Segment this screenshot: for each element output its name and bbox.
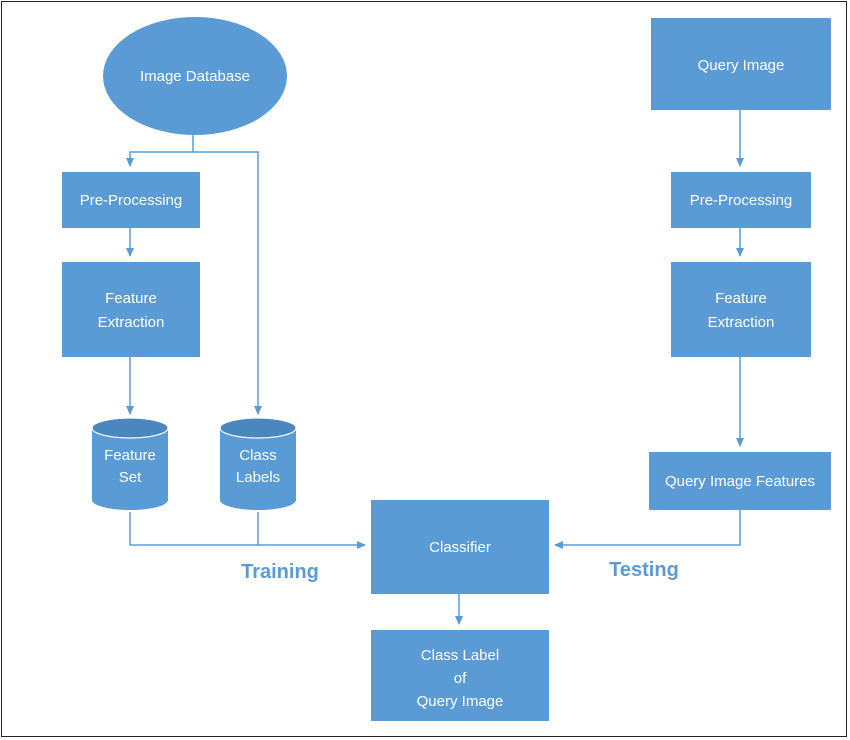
image-database-node: Image Database [103,17,287,135]
train-feature-extraction-line-1: Feature [105,290,157,307]
test-feature-extraction-line-1: Feature [715,290,767,307]
class-label-of-query-line-3: Query Image [417,693,504,710]
test-preprocessing-label: Pre-Processing [690,192,793,209]
class-label-of-query-node: Class Label of Query Image [371,630,549,721]
connector-query-features-to-classifier [554,510,741,549]
query-image-node: Query Image [651,18,831,110]
train-feature-extraction-node: Feature Extraction [62,262,200,357]
train-preprocessing-node: Pre-Processing [62,172,200,228]
classifier-node: Classifier [371,500,549,594]
class-label-of-query-line-2: of [454,670,467,687]
query-image-label: Query Image [698,57,785,74]
class-labels-line-1: Class [239,447,277,464]
feature-set-line-2: Set [119,469,142,486]
connector-training-to-classifier [129,512,366,549]
query-image-features-node: Query Image Features [649,452,831,510]
image-database-label: Image Database [140,68,250,85]
connector-db-to-preprocessing [126,135,194,167]
train-feature-extraction-line-2: Extraction [98,314,165,331]
class-labels-node: Class Labels [219,417,297,510]
feature-set-node: Feature Set [91,417,169,510]
class-labels-line-2: Labels [236,469,280,486]
test-feature-extraction-line-2: Extraction [708,314,775,331]
query-image-features-label: Query Image Features [665,473,815,490]
connectors [126,110,744,625]
train-preprocessing-label: Pre-Processing [80,192,183,209]
connector-db-to-class-labels [193,151,262,415]
testing-phase-label: Testing [609,559,679,581]
class-label-of-query-line-1: Class Label [421,647,499,664]
training-phase-label: Training [241,561,319,583]
feature-set-line-1: Feature [104,447,156,464]
test-preprocessing-node: Pre-Processing [671,172,811,228]
classifier-label: Classifier [429,539,491,556]
test-feature-extraction-node: Feature Extraction [671,262,811,357]
